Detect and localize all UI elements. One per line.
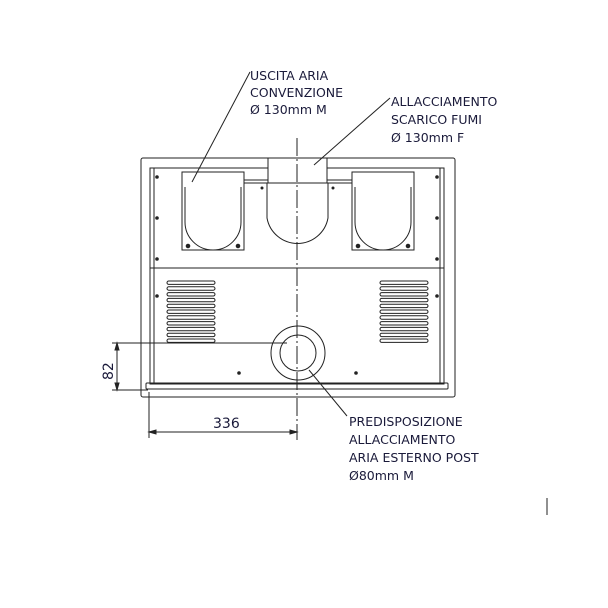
left-vent-grille: [166, 280, 216, 343]
label-predisposizione-line4: Ø80mm M: [349, 468, 414, 483]
external-air-inlet: [270, 325, 326, 381]
vent-slat: [379, 309, 429, 314]
vent-slat: [379, 332, 429, 338]
vent-slat: [166, 309, 216, 314]
label-predisposizione-line2: ALLACCIAMENTO: [349, 432, 455, 447]
vent-slat: [379, 286, 429, 291]
label-uscita-line1: USCITA ARIA: [250, 68, 329, 83]
vent-slat: [379, 315, 429, 320]
dimension-336: [147, 392, 299, 438]
dimension-336-text: 336: [213, 416, 240, 432]
label-allacciamento-line2: SCARICO FUMI: [391, 112, 482, 127]
vent-slat: [379, 338, 429, 343]
label-allacciamento-line3: Ø 130mm F: [391, 130, 464, 145]
vent-slat: [379, 321, 429, 326]
label-predisposizione-line3: ARIA ESTERNO POST: [349, 450, 479, 465]
dimension-82: [112, 341, 287, 392]
vent-slat: [166, 321, 216, 326]
vent-slat: [166, 292, 216, 297]
vent-slat: [379, 280, 429, 285]
vent-slat: [379, 303, 429, 309]
vent-slat: [166, 286, 216, 291]
right-vent-grille: [379, 280, 429, 343]
right-convection-duct: [351, 171, 415, 251]
vent-slat: [166, 297, 216, 303]
vent-slat: [166, 280, 216, 285]
label-uscita-line3: Ø 130mm M: [250, 102, 327, 117]
vent-slat: [166, 326, 216, 332]
vent-slat: [166, 338, 216, 343]
left-convection-duct: [181, 171, 245, 251]
vent-slat: [379, 326, 429, 332]
dimension-82-text: 82: [101, 362, 117, 380]
outer-frame: [140, 157, 456, 398]
vent-slat: [166, 303, 216, 309]
vent-slat: [166, 315, 216, 320]
vent-slat: [379, 297, 429, 303]
vent-slat: [166, 332, 216, 338]
label-allacciamento-line1: ALLACCIAMENTO: [391, 94, 497, 109]
label-predisposizione-line1: PREDISPOSIZIONE: [349, 414, 463, 429]
label-uscita-line2: CONVENZIONE: [250, 85, 343, 100]
vent-slat: [379, 292, 429, 297]
